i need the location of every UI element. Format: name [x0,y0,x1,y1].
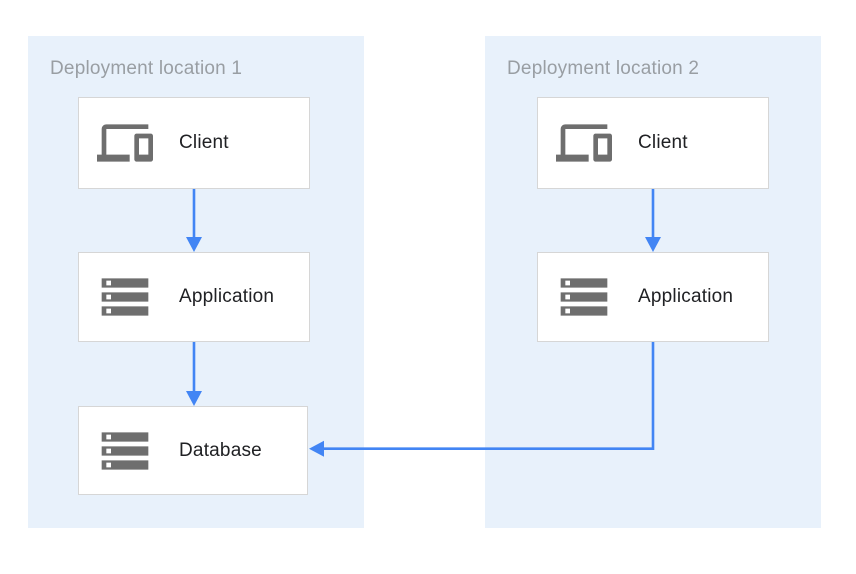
node-label: Database [179,439,262,461]
node-client-location1: Client [78,97,310,189]
deployment-location-2-label: Deployment location 2 [507,58,700,79]
node-label: Client [179,132,229,153]
devices-icon [556,115,612,171]
node-database-location1: Database [78,406,308,495]
storage-icon [97,423,153,479]
node-label: Client [638,132,688,153]
node-application-location1: Application [78,252,310,342]
devices-icon [97,115,153,171]
storage-icon [97,269,153,325]
node-label: Application [638,286,734,307]
deployment-location-1-label: Deployment location 1 [50,58,243,79]
node-application-location2: Application [537,252,769,342]
storage-icon [556,269,612,325]
node-label: Application [179,286,275,307]
node-client-location2: Client [537,97,769,189]
